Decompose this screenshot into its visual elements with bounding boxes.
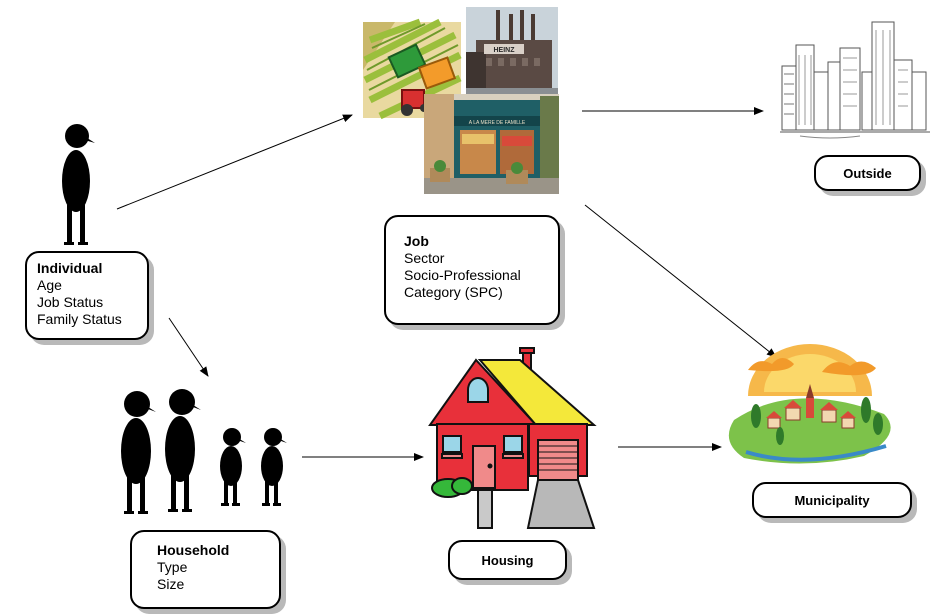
arrow-individual-to-job (116, 114, 353, 210)
arrow-job-to-municipality (584, 204, 777, 358)
individual-attr-age: Age (37, 277, 62, 293)
shop-image: A LA MERE DE FAMILLE (424, 94, 559, 194)
household-figures-icon (121, 389, 287, 514)
house-image (428, 347, 597, 529)
individual-figure-icon (62, 124, 95, 245)
factory-sign-text: HEINZ (494, 47, 516, 54)
individual-box: Individual Age Job Status Family Status (25, 251, 149, 340)
housing-title: Housing (481, 552, 534, 568)
individual-attr-job-status: Job Status (37, 294, 104, 310)
individual-title: Individual (37, 260, 103, 276)
arrow-individual-to-household (168, 317, 209, 377)
village-image (728, 344, 891, 464)
outside-title: Outside (843, 165, 892, 181)
city-skyline-image (780, 21, 930, 139)
job-attr-category-spc: Category (SPC) (404, 284, 503, 300)
household-box: Household Type Size (130, 530, 281, 609)
household-attr-size: Size (157, 576, 185, 592)
outside-box: Outside (814, 155, 921, 191)
housing-box: Housing (448, 540, 567, 580)
job-box: Job Sector Socio-Professional Category (… (384, 215, 560, 325)
job-title: Job (404, 233, 429, 249)
factory-image: HEINZ (466, 7, 558, 95)
job-attr-sector: Sector (404, 250, 445, 266)
job-attr-socio-professional: Socio-Professional (404, 267, 521, 283)
individual-attr-family-status: Family Status (37, 311, 122, 327)
shop-sign-text: A LA MERE DE FAMILLE (469, 120, 526, 126)
household-title: Household (157, 542, 230, 558)
municipality-box: Municipality (752, 482, 912, 518)
municipality-title: Municipality (794, 492, 870, 508)
household-attr-type: Type (157, 559, 188, 575)
